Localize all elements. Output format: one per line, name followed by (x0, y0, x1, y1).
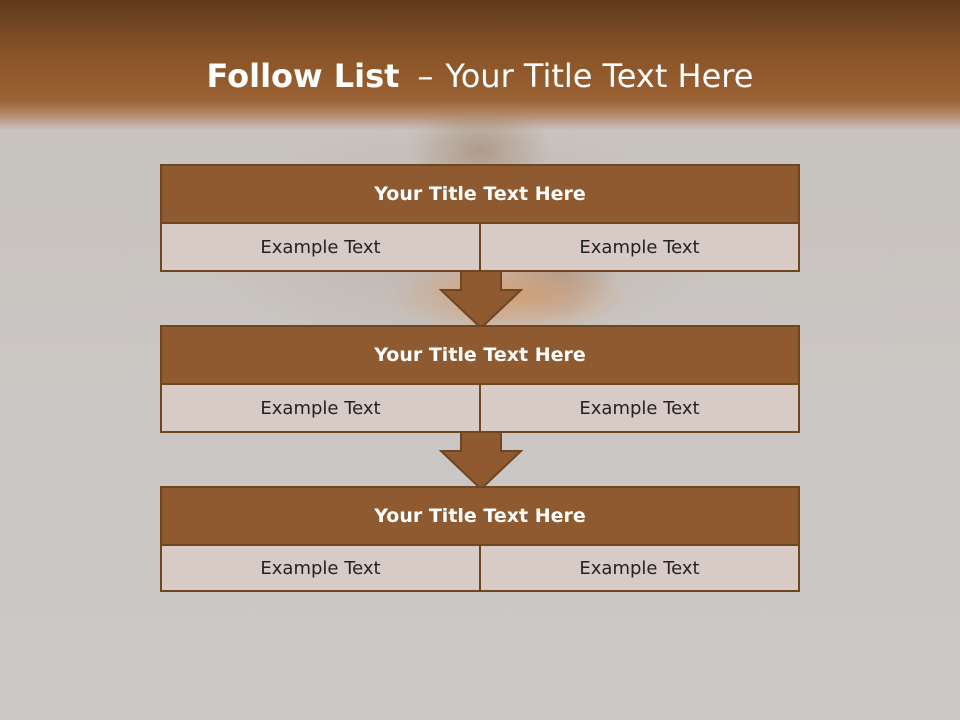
block-cell-right: Example Text (479, 546, 798, 590)
list-block-1: Your Title Text Here Example Text Exampl… (160, 164, 800, 272)
block-cell-right: Example Text (479, 385, 798, 431)
list-block-2: Your Title Text Here Example Text Exampl… (160, 325, 800, 433)
block-row: Example Text Example Text (162, 546, 798, 590)
slide-title: Follow List–Your Title Text Here (0, 54, 960, 98)
block-row: Example Text Example Text (162, 385, 798, 431)
block-cell-right: Example Text (479, 224, 798, 270)
down-arrow-icon (439, 431, 523, 491)
block-cell-left: Example Text (162, 546, 479, 590)
block-cell-left: Example Text (162, 385, 479, 431)
block-title: Your Title Text Here (162, 166, 798, 224)
title-rest: Your Title Text Here (445, 57, 754, 95)
list-block-3: Your Title Text Here Example Text Exampl… (160, 486, 800, 592)
block-row: Example Text Example Text (162, 224, 798, 270)
header-band (0, 0, 960, 130)
block-title: Your Title Text Here (162, 488, 798, 546)
block-cell-left: Example Text (162, 224, 479, 270)
down-arrow-icon (439, 270, 523, 330)
title-bold: Follow List (206, 57, 400, 95)
title-dash: – (417, 57, 434, 95)
block-title: Your Title Text Here (162, 327, 798, 385)
